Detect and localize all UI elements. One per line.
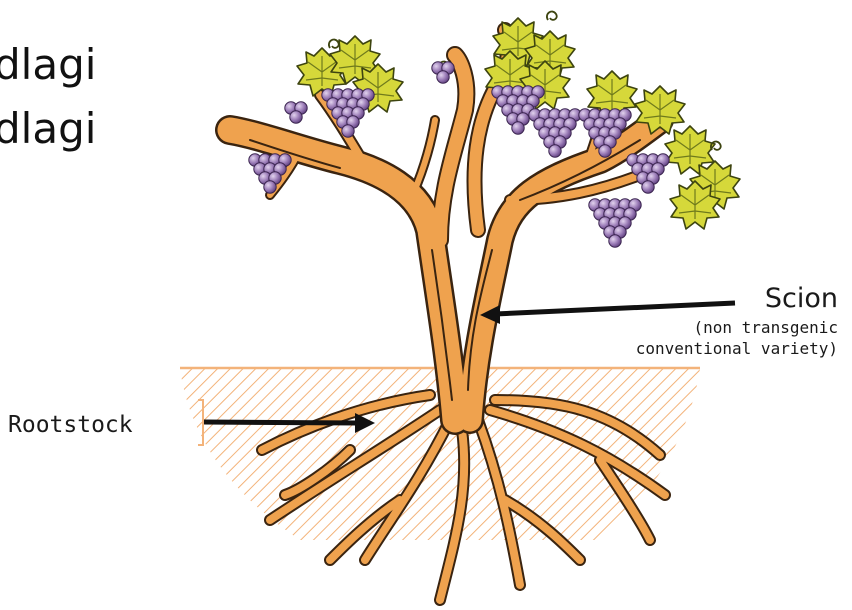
rootstock-label: Rootstock [8,412,133,438]
grape-berry [342,125,354,137]
grape-berry [642,181,654,193]
grape-berry [609,235,621,247]
grape-berry [264,181,276,193]
grape-berry [512,122,524,134]
scion-note-line-2: conventional variety) [636,339,838,358]
grape-berry [549,145,561,157]
scion-note-line-1: (non transgenic [694,318,839,337]
scion-label: Scion [765,283,838,314]
grape-berry [290,111,302,123]
grape-berry [437,71,449,83]
grape-berry [599,145,611,157]
